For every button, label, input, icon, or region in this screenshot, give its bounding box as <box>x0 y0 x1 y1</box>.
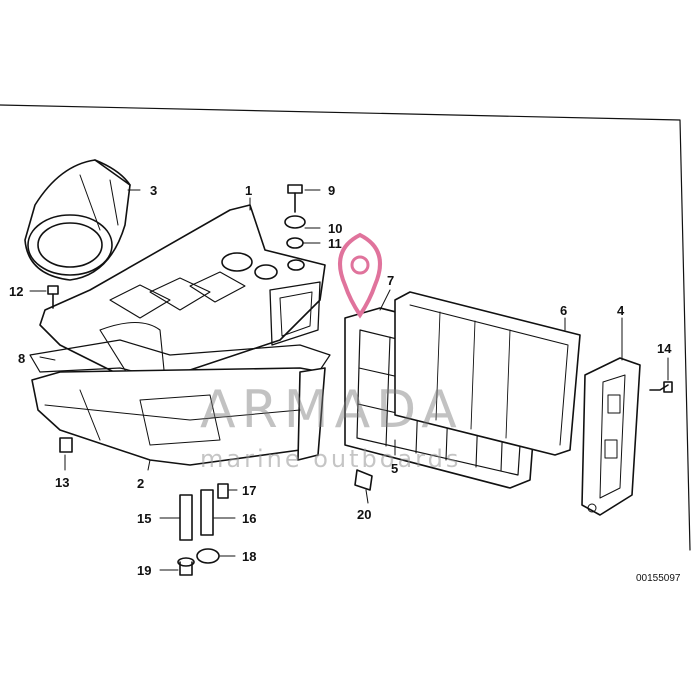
grommet-10-part <box>284 215 306 229</box>
nut-13-part <box>59 437 73 453</box>
plug-20-part <box>354 469 373 491</box>
callout-14: 14 <box>657 341 672 356</box>
callout-19: 19 <box>137 563 152 578</box>
sleeve-15-part <box>179 494 193 541</box>
callout-15: 15 <box>137 511 152 526</box>
callout-10: 10 <box>328 221 343 236</box>
screw-12-part <box>47 285 59 309</box>
callout-4: 4 <box>617 303 625 318</box>
callout-18: 18 <box>242 549 257 564</box>
callout-7: 7 <box>387 273 395 288</box>
callout-12: 12 <box>9 284 24 299</box>
callout-16: 16 <box>242 511 257 526</box>
intake-elbow-part <box>24 159 131 281</box>
callout-8: 8 <box>18 351 26 366</box>
callout-17: 17 <box>242 483 257 498</box>
watermark-brand: ARMADA <box>200 380 463 440</box>
bush-19-part <box>177 557 195 576</box>
callout-2: 2 <box>137 476 145 491</box>
lower-housing-part <box>31 367 326 466</box>
ring-18-part <box>196 548 220 564</box>
clip-17-part <box>217 483 229 499</box>
washer-11-part <box>286 237 304 249</box>
frame-border <box>0 104 691 551</box>
callout-5: 5 <box>391 461 399 476</box>
callout-9: 9 <box>328 183 336 198</box>
filter-element-part <box>394 291 581 456</box>
upper-housing-part <box>39 204 326 381</box>
callout-6: 6 <box>560 303 568 318</box>
gasket-part <box>29 339 331 381</box>
bolt-9-part <box>287 184 303 213</box>
callout-11: 11 <box>328 236 342 251</box>
callout-1: 1 <box>245 183 253 198</box>
watermark-logo <box>338 232 382 319</box>
sleeve-16-part <box>200 489 214 536</box>
callout-3: 3 <box>150 183 158 198</box>
reference-code: 00155097 <box>636 573 681 584</box>
callout-13: 13 <box>55 475 70 490</box>
side-cover-part <box>581 357 641 516</box>
screw-14-part <box>649 381 673 393</box>
watermark-tagline: marine outboards <box>200 445 462 473</box>
leader-lines <box>29 189 669 571</box>
callout-20: 20 <box>357 507 372 522</box>
